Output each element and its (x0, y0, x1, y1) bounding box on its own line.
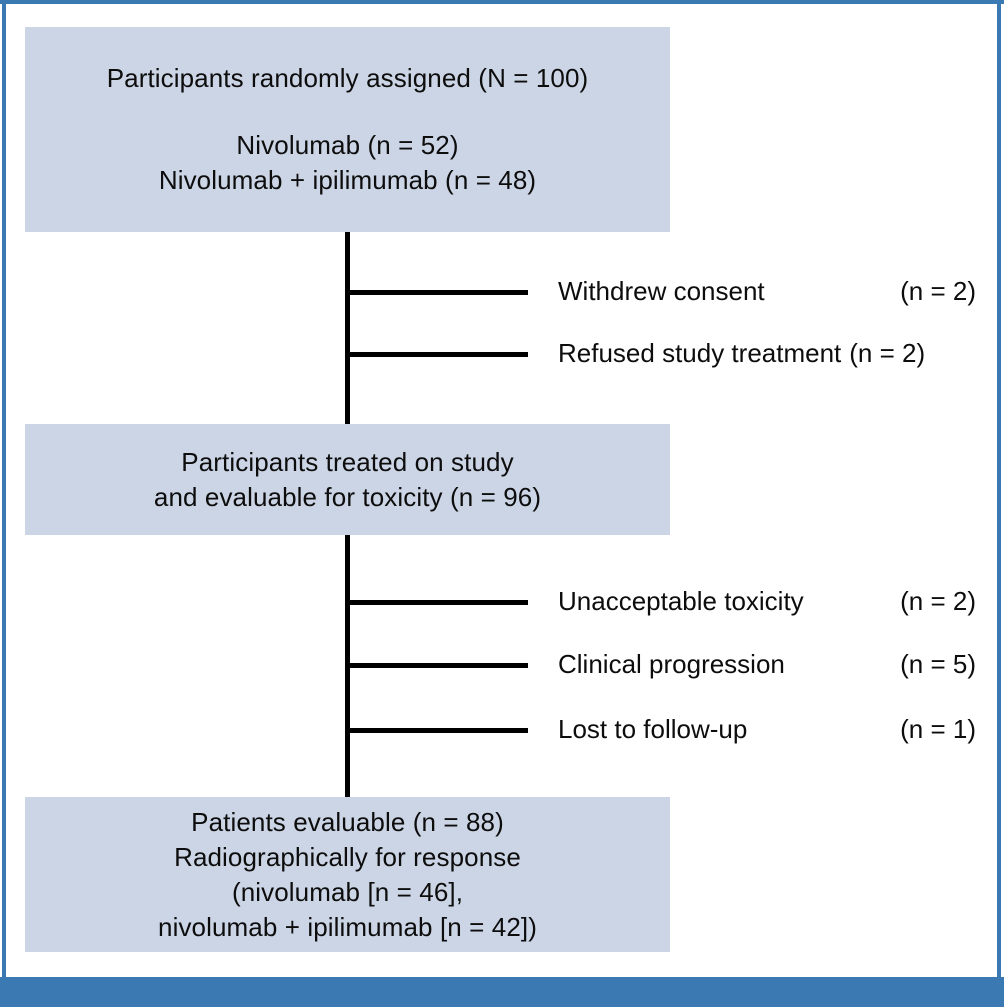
exclusion-withdrew-consent-count: (n = 2) (900, 276, 976, 306)
exclusion-clinical-progression-reason: Clinical progression (558, 649, 785, 679)
exclusion-clinical-progression: Clinical progression (n = 5) (558, 649, 976, 679)
exclusion-withdrew-consent-reason: Withdrew consent (558, 276, 765, 306)
flow-node-treated-on-study: Participants treated on study and evalua… (25, 424, 670, 535)
flow-node-evaluable-line-4: nivolumab + ipilimumab [n = 42]) (158, 911, 537, 942)
exclusion-refused-treatment-reason: Refused study treatment (558, 338, 842, 368)
frame-top-rule (0, 0, 1004, 4)
exclusion-refused-treatment: Refused study treatment (n = 2) (558, 338, 976, 368)
exclusion-refused-treatment-count: (n = 2) (849, 338, 926, 368)
frame-bottom-bar (0, 977, 1004, 1007)
flow-node-randomized-line-2: Nivolumab (n = 52) (236, 130, 459, 160)
connector-branch-unacceptable-toxicity (345, 600, 528, 605)
flow-node-evaluable-line-2: Radiographically for response (174, 841, 521, 872)
exclusion-unacceptable-toxicity: Unacceptable toxicity (n = 2) (558, 586, 976, 616)
exclusion-lost-to-followup-reason: Lost to follow-up (558, 714, 748, 744)
exclusion-unacceptable-toxicity-reason: Unacceptable toxicity (558, 586, 804, 616)
exclusion-clinical-progression-count: (n = 5) (900, 649, 976, 679)
flow-node-randomized-line-1: Participants randomly assigned (N = 100) (106, 63, 589, 93)
connector-branch-clinical-progression (345, 663, 528, 668)
flow-node-randomized: Participants randomly assigned (N = 100)… (25, 27, 670, 232)
frame-left-rule (2, 0, 6, 981)
flow-node-evaluable-line-1: Patients evaluable (n = 88) (191, 806, 504, 837)
flow-node-evaluable-for-response: Patients evaluable (n = 88) Radiographic… (25, 797, 670, 952)
flow-node-treated-line-2: and evaluable for toxicity (n = 96) (153, 481, 542, 512)
connector-branch-lost-to-followup (345, 728, 528, 733)
exclusion-lost-to-followup: Lost to follow-up (n = 1) (558, 714, 976, 744)
connector-branch-refused-treatment (345, 352, 528, 357)
connector-vertical-upper (345, 232, 350, 424)
exclusion-lost-to-followup-count: (n = 1) (900, 714, 976, 744)
flow-node-treated-line-1: Participants treated on study (181, 446, 514, 477)
exclusion-withdrew-consent: Withdrew consent (n = 2) (558, 276, 976, 306)
flow-node-randomized-line-3: Nivolumab + ipilimumab (n = 48) (158, 165, 537, 195)
connector-branch-withdrew-consent (345, 290, 528, 295)
exclusion-unacceptable-toxicity-count: (n = 2) (900, 586, 976, 616)
flow-node-evaluable-line-3: (nivolumab [n = 46], (231, 876, 464, 907)
frame-right-rule (997, 0, 1001, 981)
